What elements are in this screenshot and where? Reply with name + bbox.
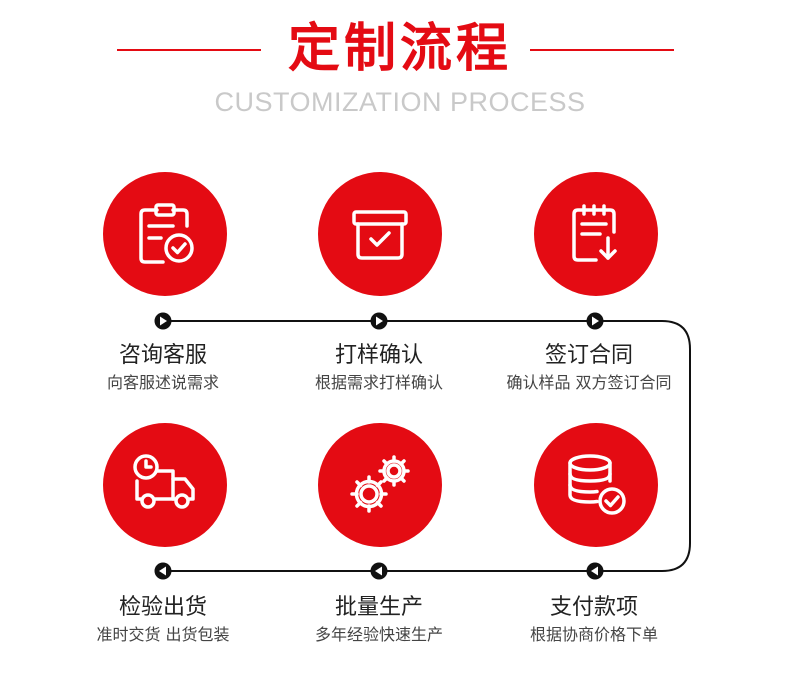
delivery-truck-icon [127,449,203,521]
step-3-node [586,312,604,330]
step-2-circle [318,172,442,296]
step-6-title: 检验出货 [118,595,207,620]
step-1-circle [103,172,227,296]
step-1-node [154,312,172,330]
box-check-icon [344,198,416,270]
step-6-node [154,562,172,580]
step-5-node [370,562,388,580]
step-4-node [586,562,604,580]
gears-icon [344,449,416,521]
step-4-circle [534,423,658,547]
step-3-desc: 确认样品 双方签订合同 [506,373,672,392]
page-subtitle: CUSTOMIZATION PROCESS [214,87,586,117]
step-2-desc: 根据需求打样确认 [314,373,443,392]
database-check-icon [560,449,632,521]
step-5-desc: 多年经验快速生产 [314,625,443,644]
step-6-desc: 准时交货 出货包装 [96,625,230,644]
title-right-line [530,49,674,51]
step-4-title: 支付款项 [549,595,638,620]
step-1-title: 咨询客服 [118,343,207,368]
step-3-title: 签订合同 [544,343,633,368]
title-left-line [117,49,261,51]
step-1-desc: 向客服述说需求 [106,373,219,392]
step-2-title: 打样确认 [334,343,423,368]
document-download-icon [560,198,632,270]
step-5-circle [318,423,442,547]
step-4-desc: 根据协商价格下单 [529,625,658,644]
step-3-circle [534,172,658,296]
step-2-node [370,312,388,330]
page-title: 定制流程 [287,19,512,79]
step-5-title: 批量生产 [334,595,423,620]
clipboard-check-icon [129,198,201,270]
step-6-circle [103,423,227,547]
